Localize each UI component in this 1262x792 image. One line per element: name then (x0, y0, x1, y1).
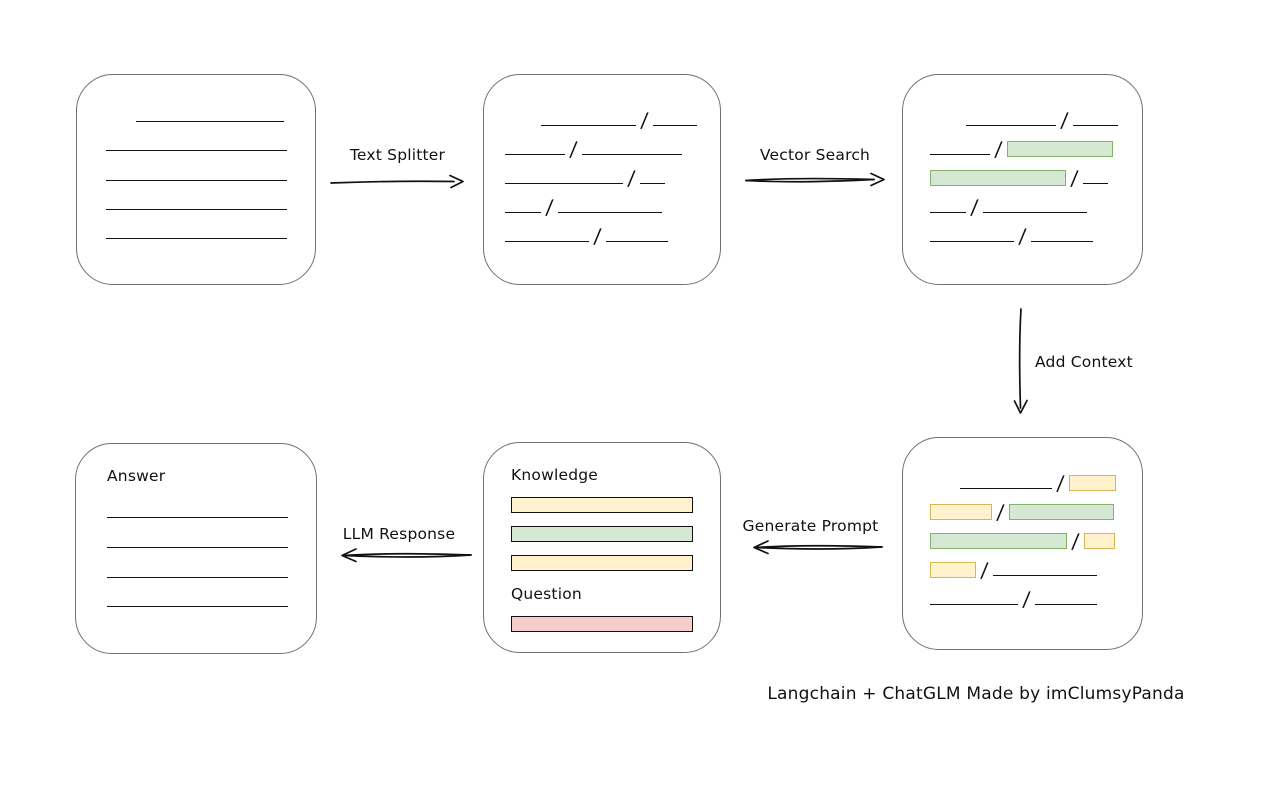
chunk-row: / (930, 558, 1142, 582)
chunk-row: / (930, 500, 1142, 524)
slash-separator: / (993, 137, 1004, 161)
yellow-highlight-box (930, 562, 976, 578)
slash-separator: / (592, 224, 603, 248)
chunk-row: / (930, 195, 1142, 219)
chunk-row: / (930, 137, 1142, 161)
generate-prompt-label: Generate Prompt (742, 517, 879, 535)
text-line (505, 154, 565, 155)
text-line (992, 575, 1097, 576)
chunk-row: / (505, 195, 720, 219)
text-line (652, 125, 697, 126)
yellow-bar (511, 497, 693, 513)
text-line (136, 121, 284, 122)
slash-separator: / (995, 500, 1006, 524)
yellow-highlight-box (1083, 533, 1115, 549)
slash-separator: / (969, 195, 980, 219)
llm-response-arrow-icon (341, 548, 472, 563)
text-line (930, 154, 990, 155)
green-highlight-box (930, 533, 1067, 549)
add-context-arrow-icon (1013, 308, 1028, 414)
chunk-row: / (930, 529, 1142, 553)
text-line (106, 238, 287, 240)
knowledge-bars (511, 497, 720, 571)
text-line (541, 125, 636, 126)
slash-separator: / (1070, 529, 1081, 553)
yellow-highlight-box (930, 504, 992, 520)
text-line (1072, 125, 1118, 126)
question-bars (511, 616, 720, 632)
slash-separator: / (1021, 587, 1032, 611)
add-context-label: Add Context (1035, 353, 1133, 371)
red-bar (511, 616, 693, 632)
text-line (1034, 604, 1097, 605)
text-line (605, 241, 668, 242)
chunk-row: / (960, 471, 1142, 495)
split-text-node: / / / / / (483, 74, 721, 285)
green-bar (511, 526, 693, 542)
text-line (581, 154, 682, 155)
text-splitter-arrow-icon (330, 174, 464, 189)
knowledge-label: Knowledge (511, 466, 599, 484)
text-line (107, 606, 288, 608)
text-line (930, 241, 1014, 242)
text-line (960, 488, 1052, 489)
yellow-highlight-box (1068, 475, 1116, 491)
text-line (982, 212, 1087, 213)
text-line (505, 241, 589, 242)
green-highlight-box (1008, 504, 1114, 520)
text-line (930, 212, 966, 213)
text-line (107, 576, 288, 578)
text-line (966, 125, 1056, 126)
text-line (557, 212, 662, 213)
text-line (106, 150, 287, 152)
slash-separator: / (568, 137, 579, 161)
slash-separator: / (626, 166, 637, 190)
answer-node: Answer (75, 443, 317, 654)
chunk-row: / (966, 108, 1142, 132)
chunk-row: / (930, 587, 1142, 611)
chunk-row: / (930, 166, 1142, 190)
slash-separator: / (1069, 166, 1080, 190)
text-line (1082, 183, 1108, 184)
slash-separator: / (1059, 108, 1070, 132)
text-line (107, 546, 288, 548)
prompt-node: Knowledge Question (483, 442, 721, 653)
llm-response-label: LLM Response (342, 525, 456, 543)
chunk-row: / (505, 166, 720, 190)
yellow-bar (511, 555, 693, 571)
text-line (639, 183, 665, 184)
chunk-row: / (505, 137, 720, 161)
slash-separator: / (1017, 224, 1028, 248)
text-line (107, 517, 288, 518)
answer-lines (107, 517, 316, 608)
slash-separator: / (544, 195, 555, 219)
chunk-row: / (541, 108, 720, 132)
slash-separator: / (639, 108, 650, 132)
text-line (106, 208, 287, 210)
question-label: Question (511, 585, 582, 603)
answer-label: Answer (107, 467, 166, 485)
chunk-row: / (930, 224, 1142, 248)
chunk-row: / (505, 224, 720, 248)
text-line (505, 212, 541, 213)
text-line (106, 179, 287, 181)
generate-prompt-arrow-icon (753, 540, 883, 555)
vector-search-result-node: / / / / / (902, 74, 1143, 285)
text-splitter-label: Text Splitter (349, 146, 446, 164)
vector-search-arrow-icon (745, 172, 885, 187)
green-highlight-box (1006, 141, 1113, 157)
text-line (930, 604, 1018, 605)
context-node: / / / / / (902, 437, 1143, 650)
text-line (505, 183, 623, 184)
slash-separator: / (1055, 471, 1066, 495)
credit-caption: Langchain + ChatGLM Made by imClumsyPand… (767, 684, 1185, 704)
text-line (1030, 241, 1093, 242)
document-node (76, 74, 316, 285)
slash-separator: / (979, 558, 990, 582)
vector-search-label: Vector Search (759, 146, 871, 164)
green-highlight-box (930, 170, 1066, 186)
